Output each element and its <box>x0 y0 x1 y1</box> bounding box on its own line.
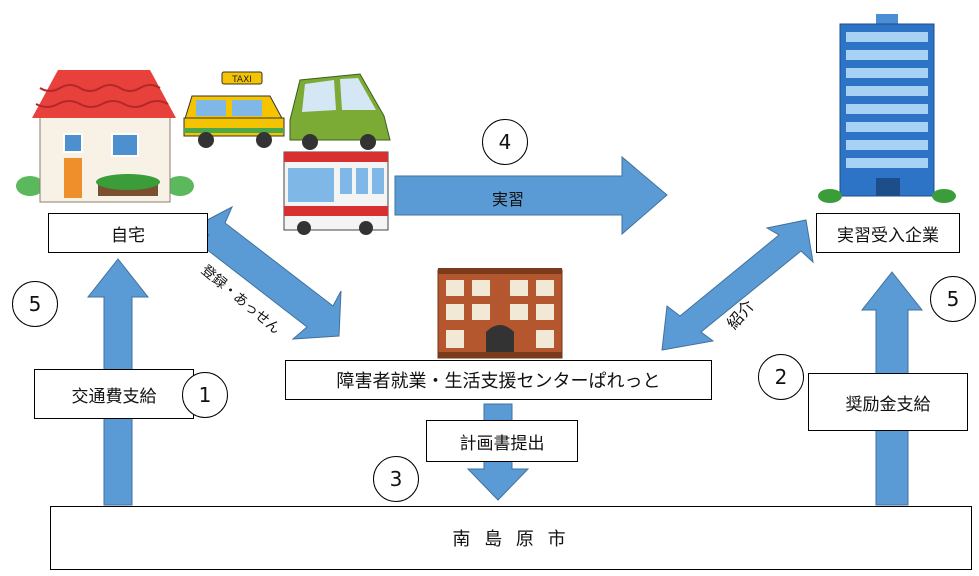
step-5-left-circle: 5 <box>12 281 58 327</box>
center-box: 障害者就業・生活支援センターぱれっと <box>285 360 712 400</box>
step-3-circle: 3 <box>373 456 419 502</box>
plan-box: 計画書提出 <box>426 420 578 462</box>
referral-arrow <box>661 219 814 351</box>
house-icon <box>16 70 194 203</box>
city-box: 南 島 原 市 <box>50 506 972 570</box>
company-box: 実習受入企業 <box>816 213 960 253</box>
center-building-icon <box>437 268 563 359</box>
car-icon <box>289 73 391 150</box>
taxi-sign-text: TAXI <box>231 75 252 85</box>
taxi-icon: TAXI <box>183 71 285 148</box>
step-1-circle: 1 <box>182 372 228 418</box>
bus-icon <box>283 151 389 235</box>
transport-pay-box: 交通費支給 <box>34 369 194 419</box>
step-4-circle: 4 <box>482 119 528 165</box>
step-2-circle: 2 <box>758 354 804 400</box>
arrows <box>86 155 924 506</box>
incentive-pay-box: 奨励金支給 <box>808 373 968 431</box>
home-box: 自宅 <box>48 213 208 253</box>
practice-arrow <box>394 155 668 236</box>
practice-label: 実習 <box>492 190 525 209</box>
step-5-right-circle: 5 <box>930 276 976 322</box>
office-building-icon <box>818 14 956 203</box>
